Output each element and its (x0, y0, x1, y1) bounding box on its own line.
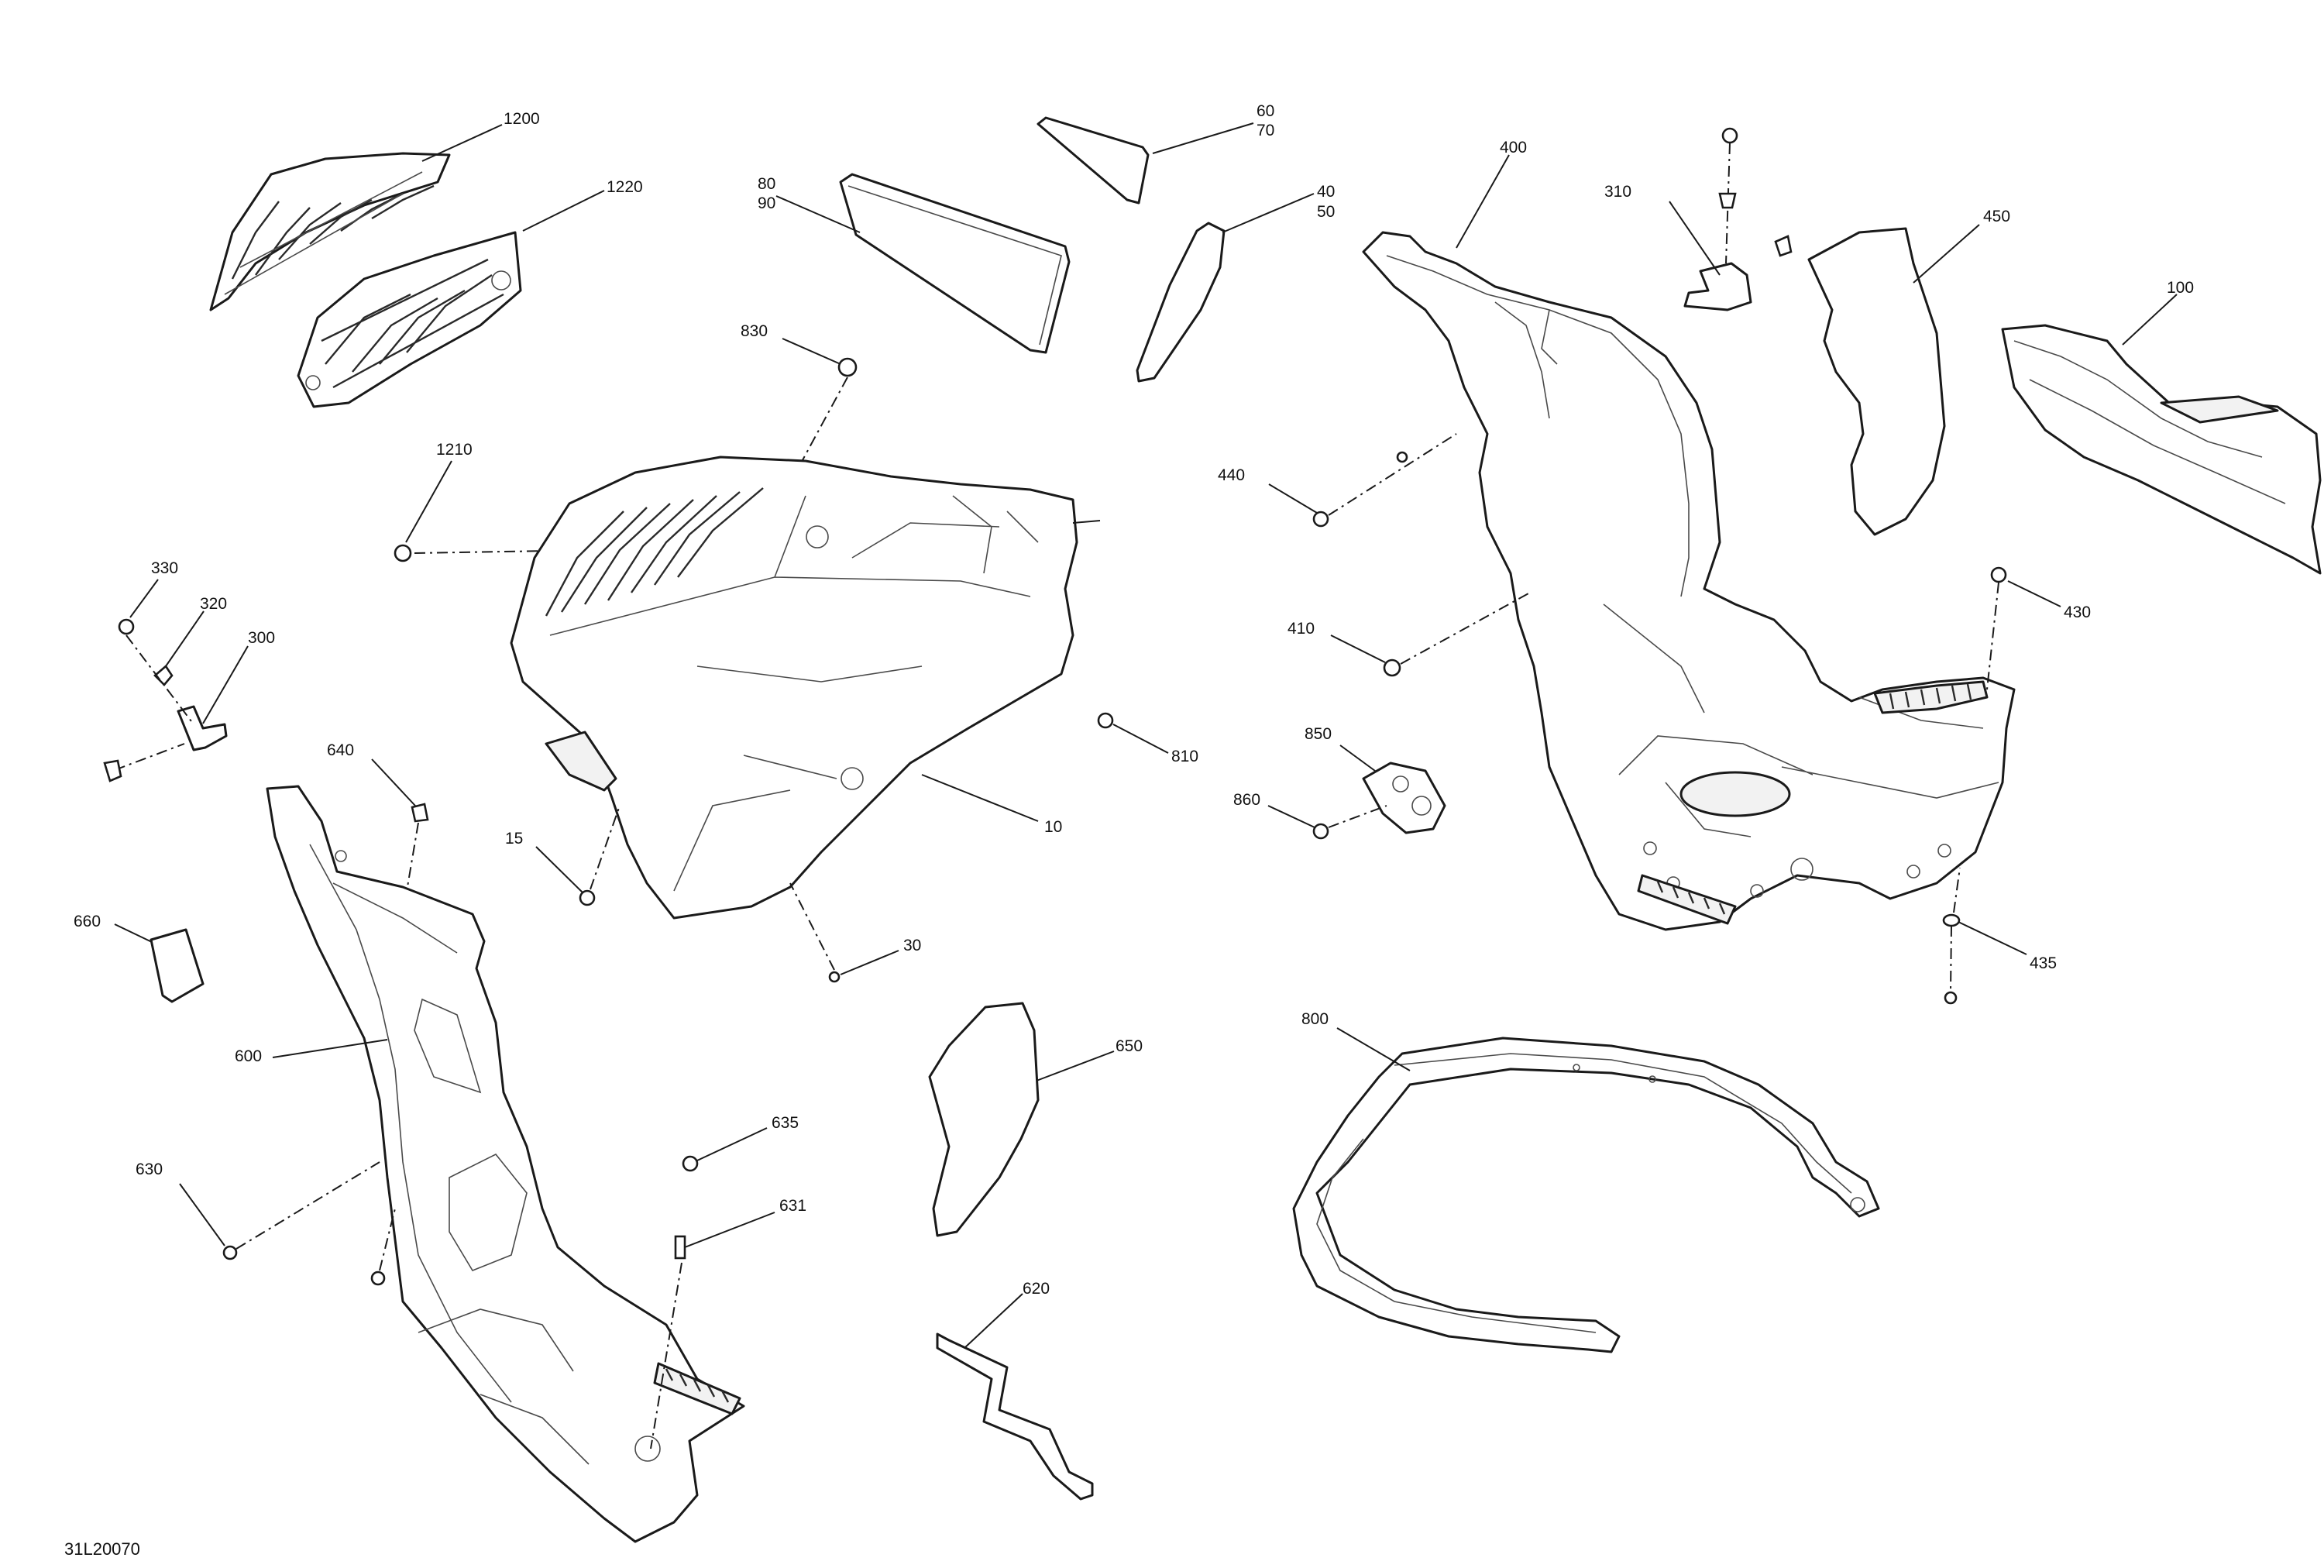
leader-40-50: 40 50 (1222, 183, 1335, 233)
callout-810: 810 (1171, 748, 1198, 765)
leader-1220: 1220 (522, 178, 643, 232)
callout-650: 650 (1116, 1037, 1143, 1055)
callout-1220: 1220 (607, 178, 643, 196)
callout-60: 60 (1257, 102, 1274, 120)
leader-80-90: 80 90 (758, 175, 861, 233)
part-100-panel (2001, 324, 2322, 575)
callout-30: 30 (903, 937, 921, 954)
leader-620: 620 (964, 1280, 1050, 1349)
callout-70: 70 (1257, 122, 1274, 139)
drawing-code: 31L20070 (64, 1539, 140, 1559)
part-640-clip: 640 (327, 741, 429, 915)
part-850-mount: 850 (1305, 725, 1446, 834)
callout-320: 320 (200, 595, 227, 613)
part-635-washer: 635 (682, 1114, 799, 1172)
callout-410: 410 (1287, 620, 1315, 638)
callout-100: 100 (2167, 279, 2194, 297)
callout-450: 450 (1983, 208, 2010, 225)
part-800-grab-bar (1292, 1037, 1880, 1353)
callout-430: 430 (2064, 603, 2091, 621)
part-1220-grille (297, 231, 522, 408)
part-15-fastener: 15 (505, 805, 621, 906)
leader-800: 800 (1301, 1010, 1411, 1071)
part-440-fastener: 440 (1218, 433, 1457, 528)
leader-450: 450 (1913, 208, 2010, 284)
part-430-screw: 430 (1986, 566, 2091, 690)
part-630-fastener: 630 (136, 1161, 396, 1286)
callout-640: 640 (327, 741, 354, 759)
callout-600: 600 (235, 1047, 262, 1065)
part-330-fastener: 330 (118, 559, 178, 635)
part-620-strip (936, 1332, 1094, 1501)
part-650-panel (928, 1002, 1040, 1237)
callout-10: 10 (1044, 818, 1062, 836)
part-300-bracket: 300 (103, 629, 275, 782)
part-30-fastener: 30 (789, 882, 921, 983)
callout-860: 860 (1233, 791, 1260, 809)
callout-310: 310 (1604, 183, 1631, 201)
callout-300: 300 (248, 629, 275, 647)
callout-800: 800 (1301, 1010, 1329, 1028)
part-410-fastener: 410 (1287, 592, 1531, 677)
callout-630: 630 (136, 1161, 163, 1178)
callout-15: 15 (505, 830, 523, 848)
callout-330: 330 (151, 559, 178, 577)
callout-830: 830 (741, 322, 768, 340)
leader-10: 10 (921, 774, 1062, 836)
part-400-right-panel (1362, 231, 2016, 931)
part-435-washer: 435 (1942, 867, 2057, 1005)
callout-400: 400 (1500, 139, 1527, 156)
callout-80: 80 (758, 175, 775, 193)
leader-600: 600 (235, 1039, 388, 1065)
callout-1210: 1210 (436, 441, 473, 459)
part-60-70-panel (1037, 116, 1150, 205)
callout-631: 631 (779, 1197, 806, 1215)
callout-435: 435 (2030, 954, 2057, 972)
part-1200-grille (209, 152, 451, 311)
callout-635: 635 (772, 1114, 799, 1132)
part-80-90-panel (839, 173, 1071, 354)
part-1210-fastener: 1210 (394, 441, 552, 562)
part-310-bracket: 310 (1604, 127, 1793, 311)
part-600-left-panel (266, 785, 745, 1543)
part-40-50-panel (1136, 222, 1226, 383)
part-10-console (510, 456, 1101, 920)
part-860-nut: 860 (1233, 791, 1387, 840)
leader-100: 100 (2122, 279, 2194, 346)
leader-400: 400 (1456, 139, 1527, 249)
callout-660: 660 (74, 913, 101, 930)
callout-1200: 1200 (504, 110, 540, 128)
part-830-fastener: 830 (741, 322, 858, 469)
part-320-clip: 320 (153, 595, 227, 686)
leader-650: 650 (1036, 1037, 1143, 1081)
part-810-fastener: 810 (1097, 712, 1198, 765)
leader-1200: 1200 (421, 110, 540, 162)
callout-850: 850 (1305, 725, 1332, 743)
part-450-panel (1807, 227, 1946, 536)
callout-620: 620 (1023, 1280, 1050, 1298)
callout-50: 50 (1317, 203, 1335, 221)
callout-40: 40 (1317, 183, 1335, 201)
part-631-screw: 631 (650, 1197, 806, 1449)
callout-90: 90 (758, 194, 775, 212)
leader-60-70: 60 70 (1152, 102, 1274, 154)
part-660-cap: 660 (74, 913, 205, 1003)
callout-440: 440 (1218, 466, 1245, 484)
